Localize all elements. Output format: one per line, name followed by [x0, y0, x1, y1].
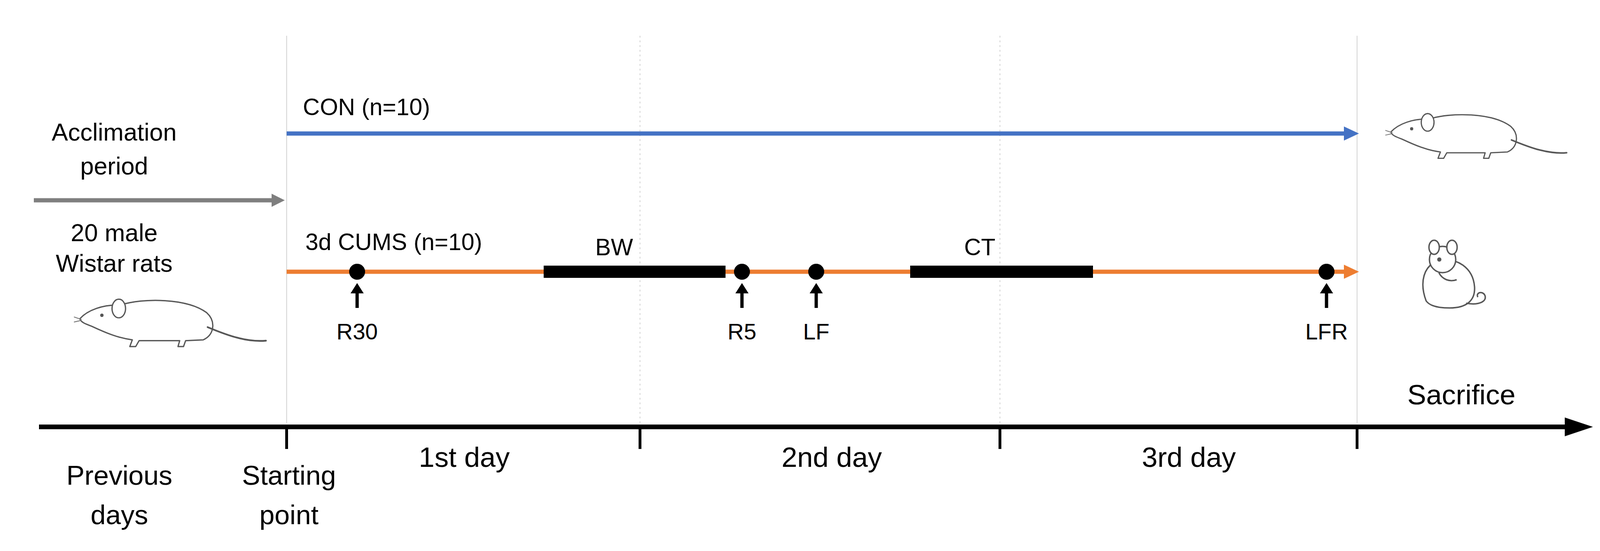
- event-label: LF: [803, 318, 830, 346]
- stressor-label: CT: [964, 233, 996, 262]
- stage-label: Acclimation period: [51, 115, 177, 184]
- arrow-head: [1564, 417, 1593, 437]
- rat-illustration: [1385, 113, 1567, 159]
- subject-label: 20 male Wistar rats: [34, 217, 195, 279]
- rat-illustration: [73, 298, 266, 347]
- arrow-head: [1343, 264, 1359, 279]
- day-separator: [639, 35, 641, 423]
- stressed-rat-illustration: [1422, 240, 1486, 308]
- day-label: 1st day: [418, 440, 510, 475]
- control-line: [286, 131, 1346, 136]
- time-axis: [39, 424, 1568, 430]
- arrow-head: [271, 193, 285, 207]
- day-separator: [999, 35, 1001, 423]
- event-label: R30: [336, 318, 378, 346]
- stress-bar: [910, 265, 1093, 278]
- axis-label: Previous days: [66, 455, 173, 535]
- group-label: 3d CUMS (n=10): [305, 227, 483, 257]
- axis-label: Starting point: [241, 455, 336, 535]
- day-separator: [1356, 35, 1358, 423]
- acclimation-arrow: [33, 198, 275, 203]
- day-label: 3rd day: [1141, 440, 1236, 475]
- arrow-head: [1343, 126, 1359, 141]
- event-label: R5: [727, 318, 757, 346]
- day-label: 2nd day: [781, 440, 882, 475]
- stress-bar: [543, 265, 726, 278]
- stressor-label: BW: [595, 233, 634, 262]
- event-label: LFR: [1305, 318, 1349, 346]
- event-markers: [349, 263, 1335, 308]
- day-separator: [286, 35, 288, 423]
- endpoint-label: Sacrifice: [1407, 377, 1516, 412]
- group-label: CON (n=10): [303, 93, 431, 122]
